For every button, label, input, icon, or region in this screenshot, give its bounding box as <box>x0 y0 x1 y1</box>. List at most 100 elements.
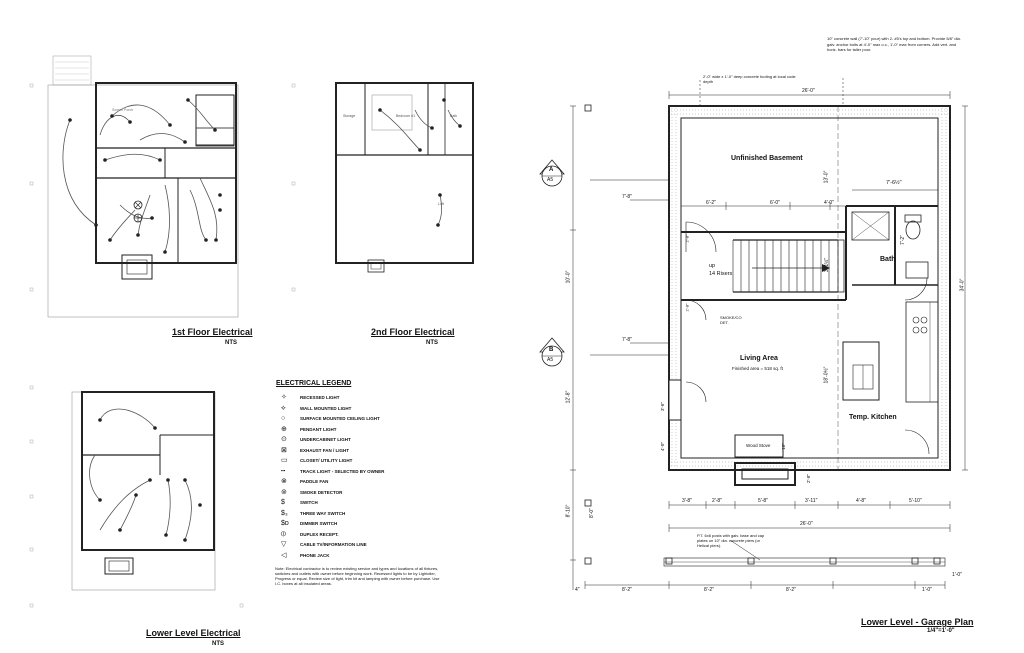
grid-markers <box>29 83 296 608</box>
dim-bottom-4: 3'-11" <box>805 498 818 504</box>
recessed-light-icon: ✧ <box>281 394 287 401</box>
section-a-letter: A <box>549 167 554 173</box>
kitchen-label: Temp. Kitchen <box>849 414 897 421</box>
dim-10: 10" <box>780 443 786 450</box>
section-a-sheet: A5 <box>547 177 554 183</box>
lower-level-title: Lower Level Electrical <box>146 628 241 638</box>
dim-13-0: 13'-0" <box>823 170 830 184</box>
garage-plan-title: Lower Level - Garage Plan <box>861 617 974 627</box>
dim-2-8-door2: 2'-8" <box>684 303 690 312</box>
dim-6-0: 6'-0" <box>770 200 780 206</box>
dim-4-0: 4'-0" <box>824 200 834 206</box>
dim-bottom-overall: 26'-0" <box>800 521 813 527</box>
smoke-co-label: SMOKE/CO DET. <box>720 315 742 325</box>
three-way-switch-icon: $₃ <box>281 509 288 517</box>
bedroom-label: Bedroom #1 <box>396 114 416 118</box>
lower-level-plan <box>71 391 216 591</box>
foundation-inner <box>680 117 939 459</box>
posts-note: P.T. 6x6 posts with galv. base and cap p… <box>697 533 765 548</box>
dim-bottom-5: 4'-8" <box>856 498 866 504</box>
legend-item-label: THREE WAY SWITCH <box>300 510 346 516</box>
dim-2-8-stove: 2'-8" <box>805 474 811 483</box>
living-area-label: Living Area <box>740 355 778 362</box>
dim-post-left: 4" <box>575 587 580 593</box>
dim-7-8-upper: 7'-8" <box>622 194 632 200</box>
wall-light-icon: ⟡ <box>281 404 286 412</box>
dim-post-3: 8'-2" <box>786 587 796 593</box>
legend-item-label: PHONE JACK <box>300 552 330 558</box>
dim-post-right: 1'-0" <box>922 587 932 593</box>
dim-bottom-2: 2'-8" <box>712 498 722 504</box>
garage-plan <box>570 78 968 590</box>
legend-item-label: SWITCH <box>300 500 318 505</box>
legend-item-label: PADDLE FAN <box>300 479 329 484</box>
section-marker-b <box>539 337 565 367</box>
legend-item-label: EXHAUST FAN / LIGHT <box>300 447 350 453</box>
dim-left-deck-inner: 8'-0" <box>588 508 595 518</box>
closet-light-icon: ▭ <box>281 457 288 464</box>
paddle-fan-icon: ⊗ <box>281 478 287 485</box>
first-floor-exterior-wall <box>95 82 237 264</box>
phone-jack-icon: ◁ <box>281 551 287 559</box>
first-floor-title: 1st Floor Electrical <box>172 327 253 337</box>
dim-left-upper: 10'-0" <box>565 270 572 284</box>
track-light-icon: ┅ <box>281 467 286 475</box>
dim-top-overall: 26'-0" <box>802 88 815 94</box>
duplex-receptacle-icon: ⦶ <box>281 530 287 538</box>
electrical-note: Note: Electrical contractor is to review… <box>275 566 440 586</box>
lower-level-exterior-wall <box>81 391 215 551</box>
legend-item-label: DUPLEX RECEPT. <box>300 531 339 537</box>
legend-item-label: PENDANT LIGHT <box>300 426 337 432</box>
first-floor-plan <box>47 55 239 318</box>
dim-left-lower: 12'-8" <box>565 390 572 404</box>
wall-note: 10" concrete wall (7'-10" pour) with 2- … <box>827 36 961 52</box>
second-floor-plan <box>335 82 474 273</box>
legend-item-label: SMOKE DETECTOR <box>300 489 343 495</box>
section-marker-a <box>539 159 565 187</box>
basement-label: Unfinished Basement <box>731 155 803 162</box>
legend-item-label: SURFACE MOUNTED CEILING LIGHT <box>300 416 380 421</box>
loft-label: Loft <box>438 202 444 206</box>
undercabinet-light-icon: ⊙ <box>281 436 287 443</box>
smoke-detector-icon: ⊚ <box>281 488 287 496</box>
section-b-sheet: A5 <box>547 357 554 363</box>
ceiling-light-icon: ○ <box>281 415 286 422</box>
bath-label: Bath <box>880 256 896 263</box>
lower-level-scale: NTS <box>212 641 224 647</box>
dim-left-deck: 8'-10" <box>565 504 572 518</box>
legend-item-label: CLOSET/ UTILITY LIGHT <box>300 458 353 463</box>
second-floor-exterior-wall <box>335 82 474 264</box>
footing-note: 2'-0" wide x 1'-0" deep concrete footing… <box>703 74 796 84</box>
second-bath-label: Bath <box>450 114 458 118</box>
dim-18-0: 18'-0½" <box>823 366 830 384</box>
second-floor-title: 2nd Floor Electrical <box>371 327 455 337</box>
second-floor-scale: NTS <box>426 340 438 346</box>
dim-bottom-3: 5'-8" <box>758 498 768 504</box>
first-floor-stairs <box>52 55 92 86</box>
dim-7-2: 7'-2" <box>899 235 906 245</box>
legend-item-label: TRACK LIGHT - SELECTED BY OWNER <box>300 468 385 474</box>
storage-label: Storage <box>343 114 356 118</box>
switch-icon: $ <box>281 499 285 506</box>
garage-plan-scale: 1/4"=1'-0" <box>927 628 955 634</box>
dim-post-2: 8'-2" <box>704 587 714 593</box>
legend-title: ELECTRICAL LEGEND <box>276 380 352 387</box>
wood-stove-label: Wood Stove <box>746 443 771 448</box>
dim-3-6: 3'-6" <box>659 402 665 411</box>
dim-bottom-1: 3'-8" <box>682 498 692 504</box>
dimmer-switch-icon: $ᴅ <box>281 520 289 527</box>
dim-right-overall: 34'-0" <box>959 278 966 292</box>
legend-item-label: UNDERCABINET LIGHT <box>300 437 351 442</box>
dim-post-1: 8'-2" <box>622 587 632 593</box>
section-b-letter: B <box>549 347 554 353</box>
dim-4-0-side: 4'-0" <box>659 442 665 451</box>
exhaust-fan-icon: ⊠ <box>281 446 287 454</box>
dim-6-2: 6'-2" <box>706 200 716 206</box>
legend-item-label: DIMMER SWITCH <box>300 521 338 526</box>
legend-item-label: CABLE TV/INFORMATION LINE <box>300 542 367 547</box>
first-floor-room-label: Screen Porch <box>112 108 134 112</box>
dim-7-6: 7'-6½" <box>886 180 902 186</box>
dim-post-far-right: 1'-0" <box>952 572 962 578</box>
legend-item-label: RECESSED LIGHT <box>300 395 340 400</box>
